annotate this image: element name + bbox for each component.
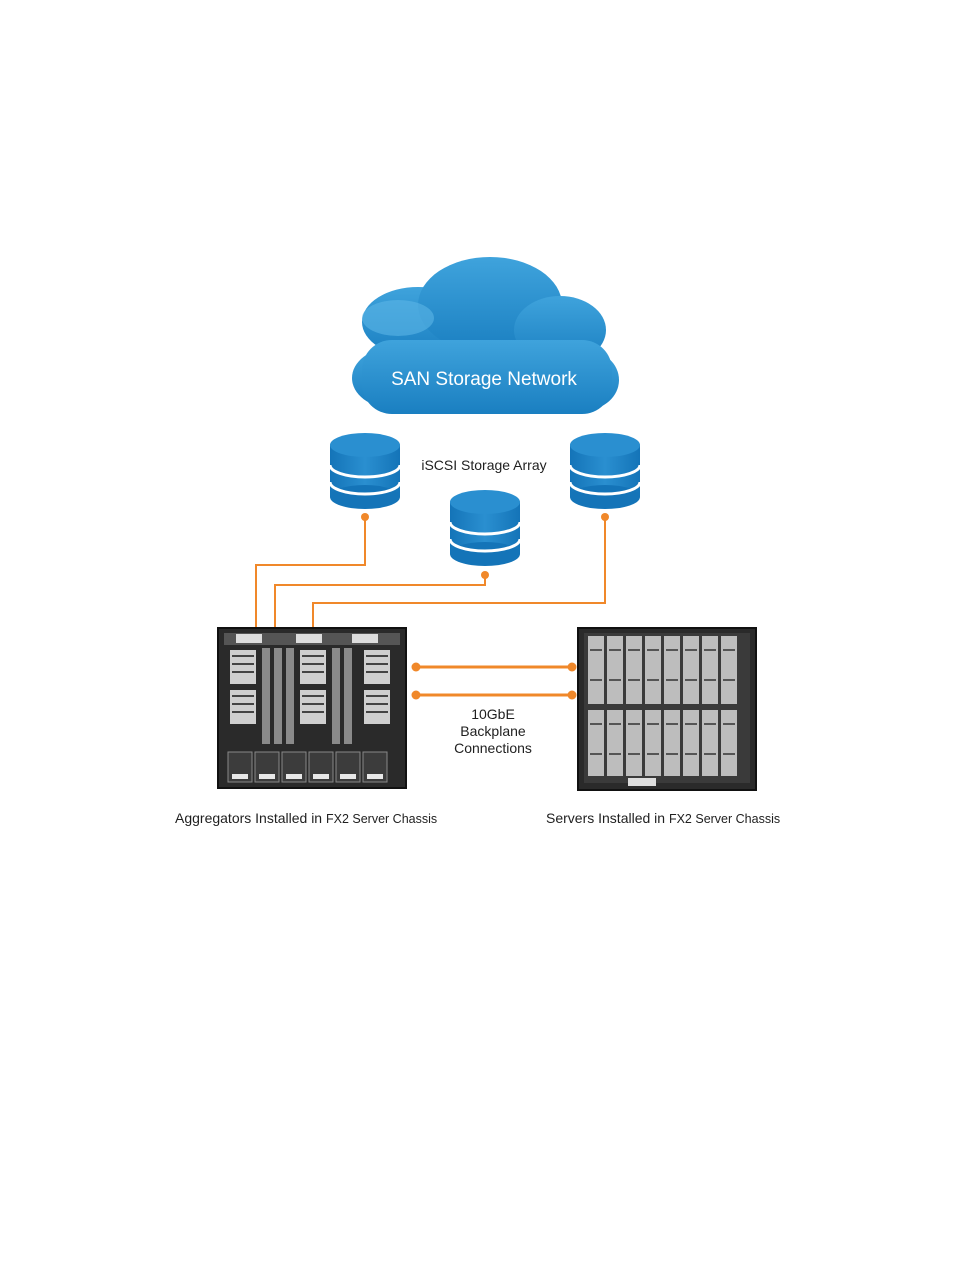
aggregator-caption: Aggregators Installed in FX2 Server Chas… <box>175 810 437 826</box>
storage-db-right <box>570 433 640 509</box>
san-cloud: SAN Storage Network <box>352 257 619 414</box>
servers-caption-main: Servers Installed in <box>546 810 669 826</box>
backplane-links <box>416 667 572 695</box>
aggregator-caption-chassis: FX2 Server Chassis <box>326 812 437 826</box>
aggregator-chassis <box>218 628 406 788</box>
storage-db-center <box>450 490 520 566</box>
link-label-line-2: Backplane <box>460 723 526 739</box>
aggregator-caption-main: Aggregators Installed in <box>175 810 326 826</box>
servers-caption: Servers Installed in FX2 Server Chassis <box>546 810 780 826</box>
storage-array-label: iSCSI Storage Array <box>421 457 546 473</box>
link-label-line-1: 10GbE <box>471 706 515 722</box>
servers-chassis <box>578 628 756 790</box>
cloud-label: SAN Storage Network <box>391 369 577 390</box>
storage-db-left <box>330 433 400 509</box>
servers-caption-chassis: FX2 Server Chassis <box>669 812 780 826</box>
link-label-line-3: Connections <box>454 740 532 756</box>
